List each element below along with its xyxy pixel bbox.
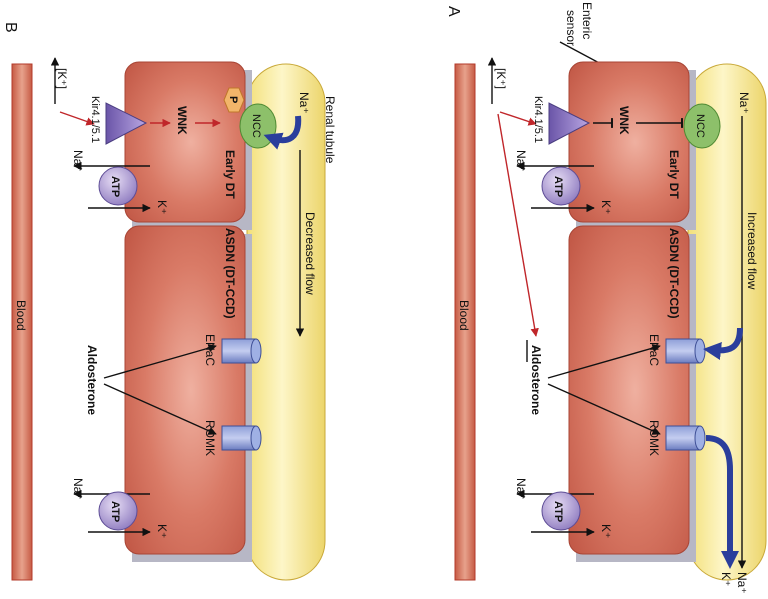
na-uptake-arrow [263, 115, 302, 150]
enac-channel [665, 338, 701, 364]
wnk-label: WNK [175, 106, 189, 135]
romk-channel [665, 425, 701, 451]
flow-label: Increased flow [745, 212, 759, 290]
asdn-label: ASDN (DT-CCD) [667, 228, 681, 319]
kir-channel [548, 102, 591, 145]
aldosterone-enac-arrow [103, 344, 217, 379]
k-to-kir-arrow [59, 111, 95, 126]
atpase-pump [541, 166, 581, 206]
panel-b: B Blood Renal tubule Early DT ASDN (DT-C… [2, 22, 337, 581]
k-end-label: K⁺ [719, 572, 733, 586]
enteric-sensor-label-line1: Enteric [580, 2, 594, 39]
asdn-cell [124, 225, 246, 555]
blood-label: Blood [457, 300, 471, 331]
atp-label-bottom: ATP [552, 501, 564, 522]
enac-channel [221, 338, 257, 364]
na-lumen-label: Na⁺ [737, 92, 751, 114]
ncc-transporter [683, 103, 721, 149]
na-exit-label-bottom: Na⁺ [71, 478, 85, 500]
wnk-label: WNK [617, 106, 631, 135]
aldosterone-romk-arrow [103, 383, 217, 435]
k-entry-label-bottom: K⁺ [155, 524, 169, 538]
asdn-label: ASDN (DT-CCD) [223, 228, 237, 319]
k-entry-label: K⁺ [599, 200, 613, 214]
early-dt-label: Early DT [223, 150, 237, 199]
enac-label: ENaC [647, 334, 661, 366]
aldosterone-enac-arrow [547, 344, 661, 379]
na-exit-label: Na⁺ [71, 150, 85, 172]
panel-a: A Enteric sensor Blood Early DT ASDN (DT… [445, 2, 767, 594]
enac-label: ENaC [203, 334, 217, 366]
kir-label: Kir4.1/5.1 [89, 96, 101, 143]
na-lumen-label: Na⁺ [297, 92, 311, 114]
romk-channel [221, 425, 257, 451]
na-exit-label: Na⁺ [514, 150, 528, 172]
early-dt-label: Early DT [667, 150, 681, 199]
asdn-cell [568, 225, 690, 555]
ncc-label: NCC [250, 114, 262, 138]
renal-tubule-label: Renal tubule [323, 96, 337, 164]
kir-channel [105, 102, 148, 145]
blood-vessel [11, 63, 33, 581]
aldosterone-romk-arrow [547, 383, 661, 435]
blood-label: Blood [14, 300, 28, 331]
aldosterone-label: Aldosterone [85, 345, 99, 415]
kir-label: Kir4.1/5.1 [532, 96, 544, 143]
k-entry-label-bottom: K⁺ [599, 524, 613, 538]
k-to-kir-arrow [499, 111, 537, 126]
k-to-aldosterone-arrow [497, 113, 539, 337]
k-secretion-arrow [705, 435, 739, 569]
atp-label: ATP [109, 176, 121, 197]
blood-vessel [454, 63, 476, 581]
phosphate-badge [223, 87, 245, 113]
panel-letter: B [2, 22, 19, 33]
aldosterone-label: Aldosterone [529, 345, 543, 415]
romk-label: ROMK [203, 420, 217, 456]
atp-label-bottom: ATP [109, 501, 121, 522]
atpase-pump-bottom [98, 491, 138, 531]
enteric-sensor-label-line2: sensor [564, 10, 578, 46]
atpase-pump [98, 166, 138, 206]
k-level-label: [K⁺] [55, 68, 69, 89]
na-exit-label-bottom: Na⁺ [514, 478, 528, 500]
ncc-label: NCC [694, 114, 706, 138]
flow-label: Decreased flow [303, 212, 317, 295]
atpase-pump-bottom [541, 491, 581, 531]
panel-letter: A [445, 6, 462, 17]
na-end-label: Na⁺ [735, 572, 749, 594]
romk-label: ROMK [647, 420, 661, 456]
atp-label: ATP [552, 176, 564, 197]
k-entry-label: K⁺ [155, 200, 169, 214]
phosphate-label: P [227, 96, 239, 103]
na-into-enac-arrow [703, 327, 743, 360]
k-level-label: [K⁺] [494, 68, 508, 89]
